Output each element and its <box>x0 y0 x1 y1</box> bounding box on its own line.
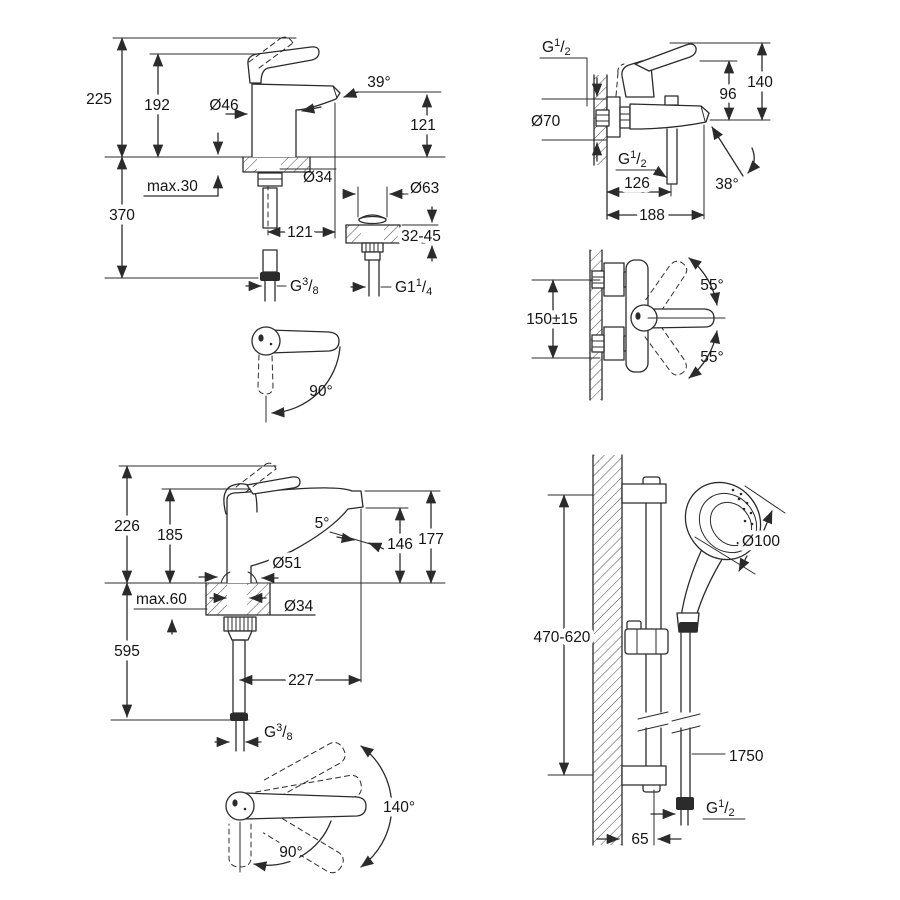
shower-set-drawing: Ø100 470-620 1750 G1/2 65 <box>529 454 786 853</box>
basin-lever-pivot <box>251 326 281 356</box>
kitchen-height-total-label: 226 <box>114 518 140 535</box>
basin-hole-diameter-label: Ø34 <box>303 169 333 186</box>
bath-height-total-label: 140 <box>747 74 773 91</box>
kitchen-faucet-body <box>226 487 364 584</box>
handshower-diameter-label: Ø100 <box>742 533 780 550</box>
basin-lever-raised-dashed <box>248 36 294 69</box>
kitchen-dimension-lines <box>121 465 437 748</box>
bath-escutcheon-diameter-label: Ø70 <box>531 113 561 130</box>
bath-dimension-lines <box>539 42 768 221</box>
kitchen-supply-shank <box>223 616 257 752</box>
kitchen-outlet-height-label: 146 <box>387 536 413 553</box>
waste-flange-diameter-label: Ø63 <box>410 180 439 197</box>
bath-outlet-thread-label: G1/2 <box>618 149 647 170</box>
shower-hose-length-label: 1750 <box>729 748 764 765</box>
bath-lever-down-angle-label: 55° <box>700 349 723 366</box>
kitchen-spout-swivel-arc <box>360 745 393 868</box>
bath-spout-angle-label: 38° <box>715 176 738 193</box>
bath-lever-down-arc <box>688 330 721 379</box>
basin-supply-shank <box>257 172 283 302</box>
bath-wall-union <box>595 96 631 138</box>
kitchen-lever-swivel-label: 90° <box>279 844 302 861</box>
shower-wall-offset-label: 65 <box>631 831 648 848</box>
basin-spout-angle-label: 39° <box>367 74 390 91</box>
kitchen-spout-swivel-label: 140° <box>383 799 415 816</box>
basin-lever-swivel-label: 90° <box>309 383 332 400</box>
basin-faucet-body <box>251 83 341 158</box>
kitchen-lever-handle-top <box>243 792 367 820</box>
bath-height-lever-label: 96 <box>719 86 736 103</box>
basin-spout-height-label: 121 <box>410 117 436 134</box>
handshower-grip <box>679 622 698 632</box>
shower-hose <box>671 631 701 826</box>
bath-wall <box>593 74 608 220</box>
bath-lever-up-angle-label: 55° <box>700 277 723 294</box>
basin-dimension-lines <box>116 37 433 292</box>
bath-inlet-centers-label: 150±15 <box>526 311 578 328</box>
basin-body-diameter-label: Ø46 <box>209 97 238 114</box>
bath-extension-lines <box>541 42 771 220</box>
shower-rail-bar <box>621 476 669 846</box>
kitchen-supply-thread-label: G3/8 <box>264 722 293 743</box>
kitchen-lever-pivot <box>225 791 255 821</box>
bath-diverter-knob <box>664 95 679 106</box>
kitchen-lever-knob <box>223 483 258 515</box>
bath-body-spout <box>629 103 710 130</box>
basin-projection-label: 121 <box>287 224 313 241</box>
kitchen-below-deck-label: 595 <box>114 643 140 660</box>
shower-wall <box>592 454 623 846</box>
kitchen-deck-max-label: max.60 <box>136 591 187 608</box>
waste-valve-dimension-lines <box>342 188 438 293</box>
shower-hose-thread-label: G1/2 <box>706 798 735 819</box>
handshower-head <box>684 481 762 561</box>
bath-lever-down-dashed <box>644 325 687 376</box>
basin-height-lever-label: 192 <box>144 97 170 114</box>
basin-height-total-label: 225 <box>86 91 112 108</box>
bath-inlet-thread-label: G1/2 <box>542 37 571 58</box>
kitchen-mixer-drawing: 226 185 5° 146 177 Ø51 max.60 Ø34 595 22… <box>104 462 448 752</box>
basin-below-deck-label: 370 <box>109 207 135 224</box>
kitchen-lever-swivel-arc <box>253 820 332 872</box>
bath-mixer-drawing: G1/2 Ø70 140 96 G1/2 126 38° 188 <box>531 37 778 229</box>
basin-swivel-arc <box>271 346 341 418</box>
kitchen-lever-top-view: 140° 90° <box>225 742 420 874</box>
basin-lever-handle-top <box>268 329 340 354</box>
shower-dimension-lines <box>558 494 773 845</box>
bath-lever-handle <box>634 43 697 72</box>
kitchen-base-diameter-label: Ø51 <box>272 555 301 572</box>
bath-front-mounts <box>591 262 632 361</box>
bath-projection-total-label: 188 <box>639 207 665 224</box>
bath-mixer-front-view: 150±15 55° 55° <box>522 249 726 401</box>
bath-shower-outlet-pipe <box>666 128 678 185</box>
basin-lever <box>247 46 320 84</box>
waste-valve-body <box>345 214 401 297</box>
basin-lever-top-view: 90° <box>251 326 341 423</box>
kitchen-lever-handle <box>246 476 301 495</box>
shower-slider-holder <box>624 620 669 655</box>
kitchen-hole-diameter-label: Ø34 <box>284 598 314 615</box>
bath-projection-pipe-label: 126 <box>624 175 650 192</box>
waste-valve-extension-lines <box>357 186 439 244</box>
handshower <box>676 481 762 633</box>
waste-thread-label: G11/4 <box>395 277 432 298</box>
bath-lever-up-dashed <box>645 260 688 312</box>
kitchen-outlet-angle-label: 5° <box>315 515 330 532</box>
basin-mixer-drawing: 225 192 Ø46 39° 121 max.30 Ø34 370 121 G… <box>86 36 446 302</box>
basin-supply-thread-label: G3/8 <box>290 276 319 297</box>
basin-deck-max-label: max.30 <box>147 178 198 195</box>
kitchen-projection-label: 227 <box>288 672 314 689</box>
shower-bar-adjust-label: 470-620 <box>534 629 591 646</box>
spray-dots <box>731 488 754 548</box>
kitchen-height-lever-label: 185 <box>157 527 183 544</box>
waste-valve-drawing: Ø63 32-45 G11/4 <box>342 180 445 298</box>
kitchen-spout-top-height-label: 177 <box>418 531 444 548</box>
waste-deck-range-label: 32-45 <box>401 228 441 245</box>
bath-lever-up-arc <box>688 257 721 306</box>
basin-deck <box>242 156 311 173</box>
